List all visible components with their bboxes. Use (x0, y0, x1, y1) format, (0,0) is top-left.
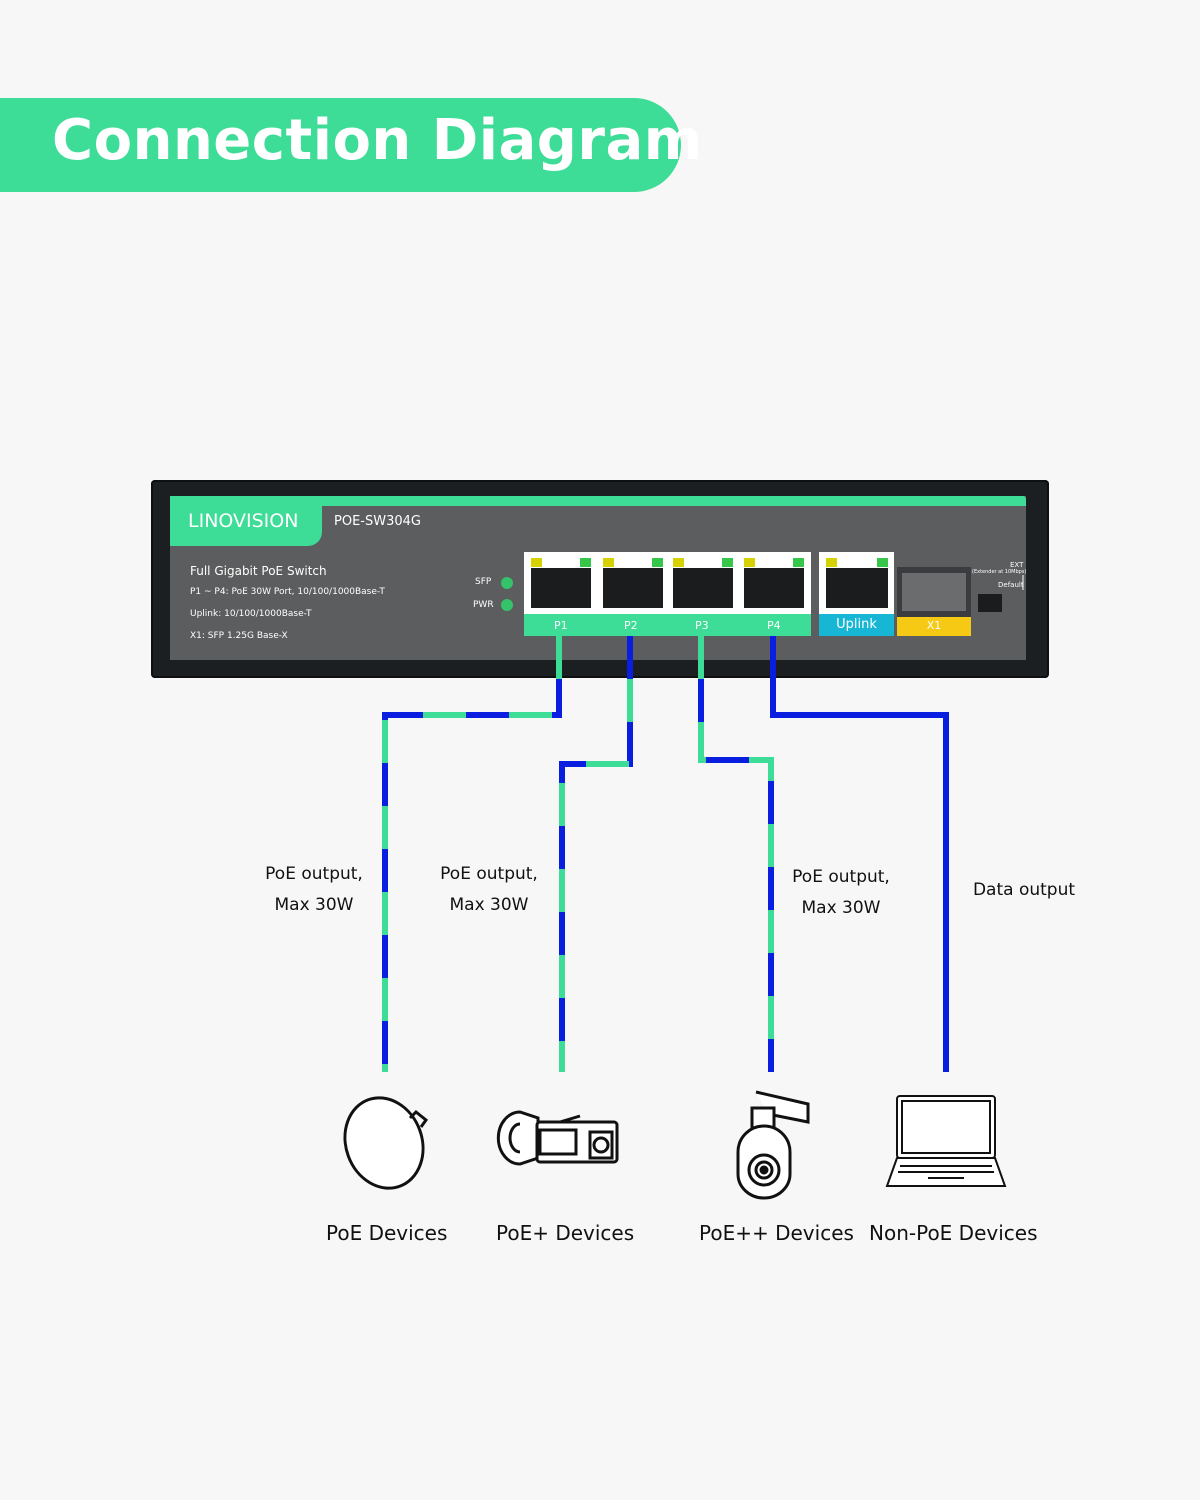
rj45-port-p2 (603, 558, 663, 608)
cable-p2-stripe (559, 636, 633, 1072)
spec-poe-ports: P1 ~ P4: PoE 30W Port, 10/100/1000Base-T (190, 587, 385, 597)
rj45-port-uplink (826, 558, 888, 608)
device-label-non-poe: Non-PoE Devices (869, 1221, 1038, 1245)
port-label-p4: P4 (767, 619, 781, 632)
annotation-p2-line2: Max 30W (449, 895, 529, 915)
spec-uplink: Uplink: 10/100/1000Base-T (190, 609, 312, 619)
device-label-poe-plus-plus: PoE++ Devices (699, 1221, 854, 1245)
access-point-icon (343, 1096, 429, 1190)
rj45-port-p3 (673, 558, 733, 608)
port-label-p1: P1 (554, 619, 568, 632)
poe-port-label-strip (524, 614, 811, 636)
default-label: Default (998, 581, 1024, 589)
pwr-led (501, 599, 513, 611)
cable-p1-stripe (382, 636, 562, 1072)
annotation-p1-line1: PoE output, (265, 864, 363, 884)
uplink-label-strip (819, 614, 894, 636)
led-label-pwr: PWR (473, 600, 494, 610)
uplink-port-label: Uplink (836, 617, 877, 632)
ptz-camera-icon (736, 1090, 810, 1200)
title-banner: Connection Diagram (0, 98, 702, 192)
sfp-label-strip (897, 617, 971, 636)
annotation-p2-line1: PoE output, (440, 864, 538, 884)
annotation-p1-line2: Max 30W (274, 895, 354, 915)
port-labels: P1 P2 P3 P4 (524, 618, 811, 634)
annotation-p4-line1: Data output (972, 880, 1076, 900)
annotation-p3-line1: PoE output, (792, 867, 890, 887)
rj45-port-p1 (531, 558, 591, 608)
annotation-p3-line2: Max 30W (801, 898, 881, 918)
port-label-p2: P2 (624, 619, 638, 632)
brand-logo: LINOVISION (188, 510, 299, 532)
device-label-poe-plus: PoE+ Devices (496, 1221, 635, 1245)
device-label-poe: PoE Devices (326, 1221, 448, 1245)
page-title: Connection Diagram (52, 108, 703, 173)
port-label-p3: P3 (695, 619, 709, 632)
bullet-camera-icon (496, 1110, 619, 1166)
annotation-p4: Data output (962, 875, 1086, 906)
laptop-icon (885, 1095, 1007, 1187)
model-number: POE-SW304G (334, 514, 421, 529)
annotation-p3: PoE output, Max 30W (773, 862, 909, 924)
rj45-port-p4 (744, 558, 804, 608)
spec-title: Full Gigabit PoE Switch (190, 564, 327, 578)
default-button[interactable] (978, 594, 1002, 612)
ext-note: (Extender at 10Mbps) (972, 569, 1027, 575)
panel-accent-stripe (170, 496, 1026, 506)
cable-p4 (770, 636, 949, 1072)
sfp-led (501, 577, 513, 589)
sfp-slot (902, 573, 966, 611)
led-label-sfp: SFP (475, 577, 492, 587)
sfp-port-label: X1 (926, 619, 942, 632)
cable-p3-stripe (698, 636, 774, 1072)
annotation-p2: PoE output, Max 30W (421, 859, 557, 921)
annotation-p1: PoE output, Max 30W (246, 859, 382, 921)
spec-sfp: X1: SFP 1.25G Base-X (190, 631, 288, 641)
brand-box (170, 496, 322, 546)
ext-label: EXT (1010, 561, 1024, 569)
